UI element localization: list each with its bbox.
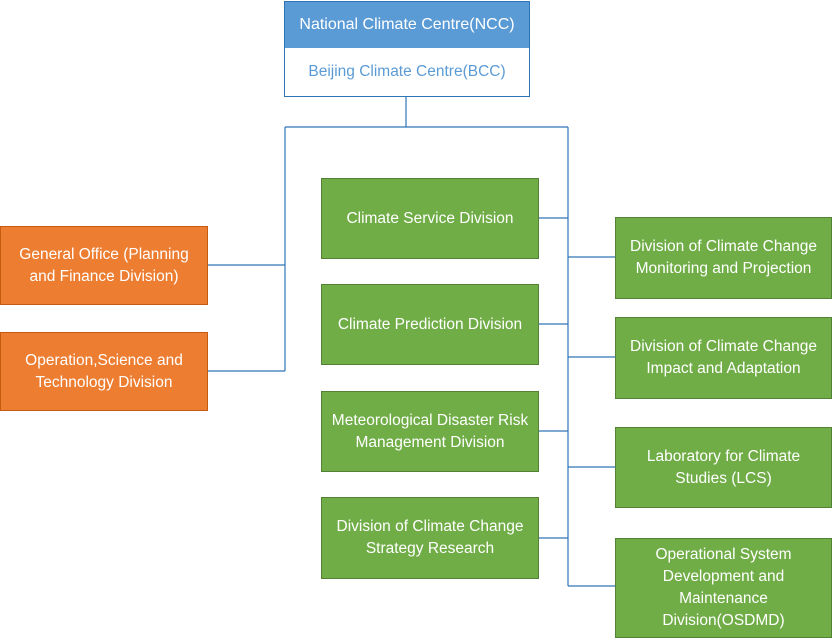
climate-service-division-box: Climate Service Division xyxy=(321,178,539,259)
climate-change-monitoring-projection-box: Division of Climate Change Monitoring an… xyxy=(615,217,832,299)
climate-change-strategy-research-box: Division of Climate Change Strategy Rese… xyxy=(321,497,539,579)
climate-change-impact-adaptation-box: Division of Climate Change Impact and Ad… xyxy=(615,317,832,399)
ncc-title: National Climate Centre(NCC) xyxy=(285,2,529,48)
general-office-box: General Office (Planning and Finance Div… xyxy=(0,226,208,305)
climate-prediction-division-box: Climate Prediction Division xyxy=(321,284,539,365)
operation-science-technology-box: Operation,Science and Technology Divisio… xyxy=(0,332,208,411)
bcc-subtitle: Beijing Climate Centre(BCC) xyxy=(308,63,506,80)
laboratory-climate-studies-box: Laboratory for Climate Studies (LCS) xyxy=(615,427,832,508)
top-organization-box: National Climate Centre(NCC) Beijing Cli… xyxy=(284,1,530,97)
meteorological-disaster-risk-division-box: Meteorological Disaster Risk Management … xyxy=(321,391,539,472)
osdmd-box: Operational System Development and Maint… xyxy=(615,538,832,638)
